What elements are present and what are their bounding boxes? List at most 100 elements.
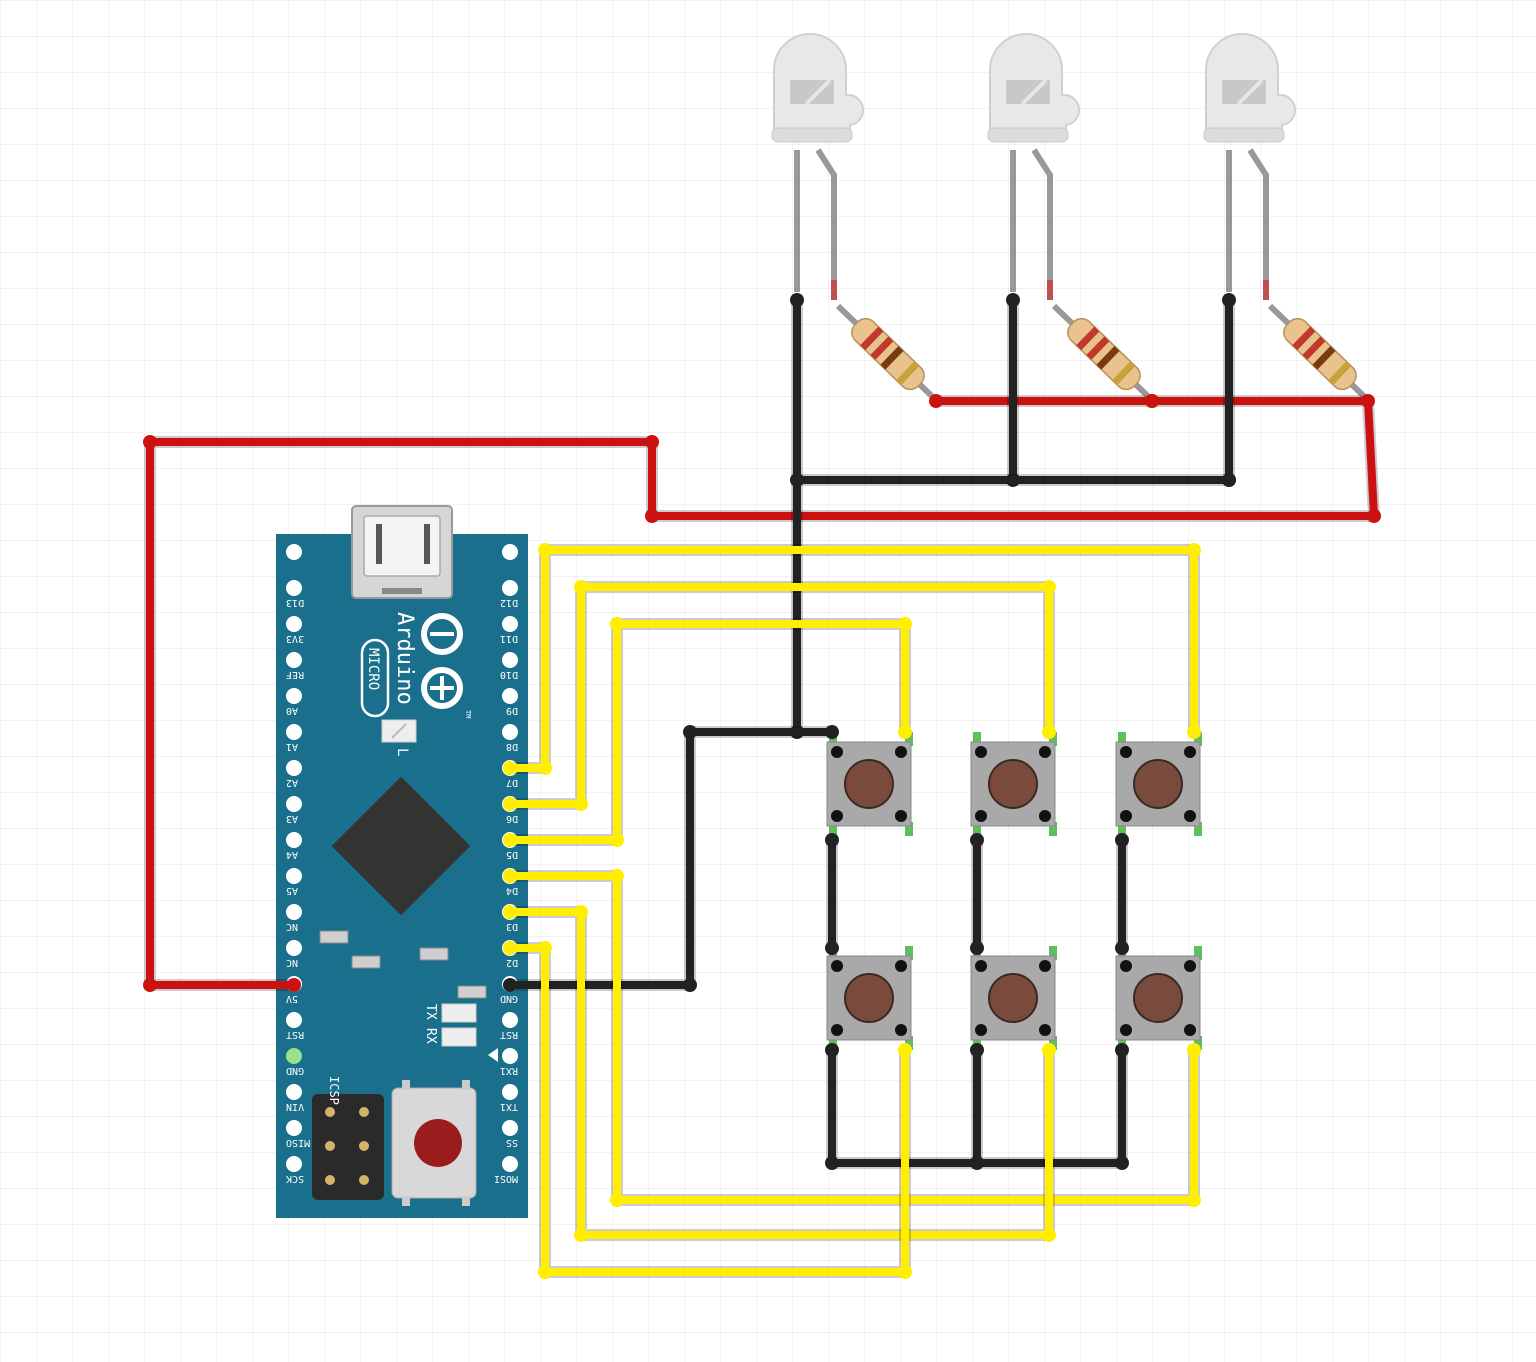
pin-label: A5 [286, 885, 298, 896]
pin-3v3[interactable]: 3V3 [286, 616, 304, 644]
wire-gnd-col2[interactable] [970, 833, 984, 955]
pin-a4[interactable]: A4 [286, 832, 302, 860]
wire-group [143, 293, 1381, 1279]
wire-gnd-col1[interactable] [825, 833, 839, 955]
rx-led [441, 1027, 477, 1047]
pin-label: NC [286, 921, 298, 932]
micro-badge: MICRO [360, 638, 390, 718]
pin-d12[interactable]: D12 [500, 580, 518, 608]
pushbutton-s1[interactable] [826, 732, 913, 836]
mount-hole [502, 544, 518, 560]
wire-gnd-led1[interactable] [790, 293, 804, 739]
smd-component [319, 930, 349, 944]
pin-a3[interactable]: A3 [286, 796, 302, 824]
pushbutton-s6[interactable] [1115, 946, 1202, 1050]
pushbutton-s2[interactable] [970, 732, 1057, 836]
pin-a0[interactable]: A0 [286, 688, 302, 716]
arduino-logo [421, 613, 463, 709]
wire-gnd-led2[interactable] [1006, 293, 1020, 487]
resistor-r2[interactable] [1051, 303, 1157, 405]
arduino-micro-board: D133V3REFA0A1A2A3A4A5NCNC5VRSTGNDVINMISO… [276, 505, 528, 1218]
wire-d7[interactable] [503, 580, 1056, 811]
pin-label: D13 [286, 597, 304, 608]
wire-d2[interactable] [503, 941, 912, 1279]
pushbutton-group [826, 732, 1202, 1050]
pin-label: RST [286, 1029, 304, 1040]
pin-label: D8 [506, 741, 518, 752]
pin-label: RST [500, 1029, 518, 1040]
pin-a2[interactable]: A2 [286, 760, 302, 788]
led-led2[interactable] [987, 33, 1081, 300]
tx-led [441, 1003, 477, 1023]
pin-d10[interactable]: D10 [500, 652, 518, 680]
pin-label: MOSI [494, 1173, 518, 1184]
reset-button[interactable] [391, 1080, 477, 1206]
pushbutton-s3[interactable] [1115, 732, 1202, 836]
pin-d13[interactable]: D13 [286, 580, 304, 608]
pin-label: A2 [286, 777, 298, 788]
wire-5v[interactable] [143, 394, 1381, 992]
pin-rst[interactable]: RST [500, 1012, 518, 1040]
smd-component [457, 985, 487, 999]
wire-power-junction[interactable] [1145, 394, 1159, 408]
wire-d3[interactable] [503, 905, 1056, 1242]
microcontroller-chip [331, 776, 471, 916]
pin-a1[interactable]: A1 [286, 724, 302, 752]
pin-ss[interactable]: SS [502, 1120, 518, 1148]
pushbutton-s5[interactable] [970, 946, 1057, 1050]
pin-label: A4 [286, 849, 298, 860]
l-led-label: L [394, 748, 410, 756]
wire-d6[interactable] [503, 617, 912, 847]
led-led1[interactable] [771, 33, 865, 300]
icsp-label: ICSP [327, 1076, 341, 1105]
wire-d8[interactable] [503, 543, 1201, 775]
pin-rst[interactable]: RST [286, 1012, 304, 1040]
pin-label: SS [506, 1137, 518, 1148]
pin-label: 3V3 [286, 633, 304, 644]
led-group [771, 33, 1297, 300]
pin-sck[interactable]: SCK [286, 1156, 304, 1184]
pin-a5[interactable]: A5 [286, 868, 302, 896]
pin-label: D3 [506, 921, 518, 932]
led-led3[interactable] [1203, 33, 1297, 300]
pin-label: MISO [286, 1137, 310, 1148]
pin-miso[interactable]: MISO [286, 1120, 310, 1148]
pin-label: RX1 [500, 1065, 518, 1076]
pin-gnd[interactable]: GND [286, 1048, 304, 1076]
pin-mosi[interactable]: MOSI [494, 1156, 518, 1184]
wire-gnd-bottom-mid[interactable] [970, 1043, 984, 1170]
pin-d11[interactable]: D11 [500, 616, 518, 644]
pin-label: D4 [506, 885, 518, 896]
wire-gnd-col3[interactable] [1115, 833, 1129, 955]
pin-nc[interactable]: NC [286, 940, 302, 968]
resistor-r1[interactable] [835, 303, 941, 405]
pin-label: GND [500, 993, 518, 1004]
wire-gnd-main[interactable] [503, 725, 839, 992]
tx-label: TX [423, 1004, 438, 1020]
resistor-r3[interactable] [1267, 303, 1373, 405]
pin-label: D11 [500, 633, 518, 644]
pin-label: SCK [286, 1173, 304, 1184]
resistor-group [835, 303, 1373, 405]
smd-component [351, 955, 381, 969]
pin-label: D6 [506, 813, 518, 824]
pin-ref[interactable]: REF [286, 652, 304, 680]
pushbutton-s4[interactable] [826, 946, 913, 1050]
wire-gnd-led3[interactable] [1222, 293, 1236, 487]
wire-gnd-led-bus[interactable] [790, 473, 1236, 487]
pin-label: TX1 [500, 1101, 518, 1112]
pin-rx1[interactable]: RX1 [500, 1048, 518, 1076]
pin-nc[interactable]: NC [286, 904, 302, 932]
pin-label: D9 [506, 705, 518, 716]
icsp-header: ICSP [312, 1076, 384, 1200]
board-model: MICRO [365, 648, 381, 690]
trademark-mark: TM [464, 710, 472, 718]
pin-vin[interactable]: VIN [286, 1084, 304, 1112]
wire-d4[interactable] [503, 869, 1201, 1207]
pin-label: GND [286, 1065, 304, 1076]
pin-tx1[interactable]: TX1 [500, 1084, 518, 1112]
rx-indicator-arrow [488, 1048, 498, 1062]
pin-d9[interactable]: D9 [502, 688, 518, 716]
pin-d8[interactable]: D8 [502, 724, 518, 752]
